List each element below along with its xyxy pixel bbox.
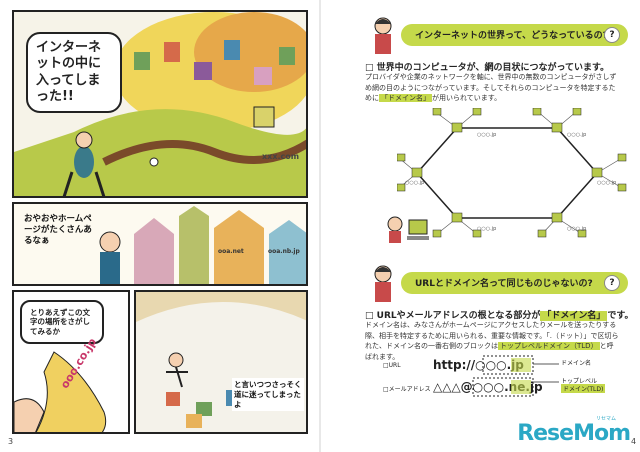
manga-page: インターネットの中に入ってしまった!! xxx.com おやおやホームページがた… [0, 0, 319, 452]
panel1-scene [14, 12, 306, 196]
url-label: □URL [383, 362, 401, 369]
question-1-text: インターネットの世界って、どうなっているの? [415, 31, 608, 41]
manga-panel-2: おやおやホームページがたくさんあるなぁ ooa.net ooa.nb.jp [12, 202, 308, 286]
tld-callout-b: ドメイン(TLD) [561, 384, 606, 393]
node-label: ○○○.jp [567, 226, 587, 232]
manga-panel-1: インターネットの中に入ってしまった!! xxx.com [12, 10, 308, 198]
section-1-body-a: プロバイダや企業のネットワークを軸に、世界中の無数のコンピュータがさしずめ網の目… [365, 73, 617, 102]
section-2-body: ドメイン名は、みなさんがホームページにアクセスしたりメールを送ったりする際、相手… [365, 320, 620, 362]
article-page: インターネットの世界って、どうなっているの? ? □ 世界中のコンピュータが、網… [321, 0, 640, 452]
question-1-bar: インターネットの世界って、どうなっているの? ? [401, 24, 628, 46]
panel3-caption: とりあえずこの文字の場所をさがしてみるか [20, 300, 104, 345]
page-number-right: 4 [631, 437, 637, 446]
brand-logo-kana: リセマム [595, 416, 616, 422]
section-2-title-a: □ URLやメールアドレスの根となる部分が [365, 311, 541, 321]
panel2-sign-b: ooa.nb.jp [268, 248, 300, 255]
panel4-caption: と言いつつさっそく道に迷ってしまったよ [232, 378, 304, 412]
panel1-caption: インターネットの中に入ってしまった!! [26, 32, 122, 113]
panel2-caption: おやおやホームページがたくさんあるなぁ [24, 214, 92, 247]
panel1-caption-text: インターネットの中に入ってしまった!! [36, 40, 102, 104]
url-value: http://○○○.jp [433, 358, 524, 372]
section-1-title: □ 世界中のコンピュータが、網の目状につながっています。 [365, 63, 610, 73]
question-mark-icon: ? [604, 275, 620, 291]
section-2-highlight: トップレベルドメイン（TLD） [498, 342, 600, 350]
domain-callout: ドメイン名 [561, 360, 592, 367]
domain-brackets [472, 355, 559, 397]
boy-avatar-icon [374, 265, 392, 302]
boy-avatar-icon [374, 17, 392, 54]
node-label: ○○○.jp [477, 132, 497, 138]
question-2-bar: URLとドメイン名って同じものじゃないの? ? [401, 272, 628, 294]
section-2-title-c: です。 [607, 311, 634, 321]
section-1-highlight: 「ドメイン名」 [379, 94, 432, 102]
question-2-text: URLとドメイン名って同じものじゃないの? [415, 279, 593, 289]
computer-user-icon [387, 216, 429, 243]
panel3-scene [14, 351, 107, 432]
brand-logo: ReseMom [517, 421, 631, 446]
node-label: ○○○.jp [597, 180, 617, 186]
panel4-scene [136, 292, 306, 428]
network-diagram [397, 108, 627, 238]
manga-panel-4: と言いつつさっそく道に迷ってしまったよ [134, 290, 308, 434]
section-2-body-b: と呼ばれます。 [365, 342, 614, 361]
manga-panel-3: とりあえずこの文字の場所をさがしてみるか ooo.co.jp [12, 290, 130, 434]
tld-callout-a: トップレベル [561, 378, 598, 385]
section-2-title-highlight: 「ドメイン名」 [540, 311, 608, 321]
gutter [319, 0, 321, 452]
question-mark-icon: ? [604, 27, 620, 43]
node-label: ○○○.jp [405, 180, 425, 186]
section-1-body: プロバイダや企業のネットワークを軸に、世界中の無数のコンピュータがさしずめ網の目… [365, 72, 620, 104]
panel2-sign-a: ooa.net [218, 248, 244, 255]
panel1-sign: xxx.com [262, 152, 300, 161]
question-2: URLとドメイン名って同じものじゃないの? ? [401, 272, 628, 294]
section-2-title: □ URLやメールアドレスの根となる部分が「ドメイン名」です。 [365, 308, 633, 321]
node-label: ○○○.jp [477, 226, 497, 232]
page-number-left: 3 [8, 437, 14, 446]
section-1-body-b: が用いられています。 [432, 94, 502, 102]
mail-label: □メールアドレス [383, 386, 431, 393]
section-2-body-a: ドメイン名は、みなさんがホームページにアクセスしたりメールを送ったりする際、相手… [365, 321, 619, 350]
panel3-caption-text: とりあえずこの文字の場所をさがしてみるか [30, 308, 90, 336]
question-1: インターネットの世界って、どうなっているの? ? [401, 24, 628, 46]
panel2-scene [99, 206, 306, 284]
node-label: ○○○.jp [567, 132, 587, 138]
